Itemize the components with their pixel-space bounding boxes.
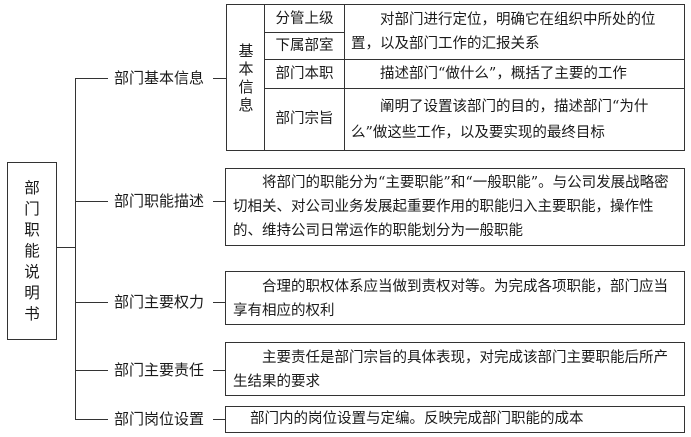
branch-connector <box>75 419 108 421</box>
position-desc-text: 部门内的岗位设置与定编。反映完成部门职能的成本 <box>250 411 584 427</box>
root-label-char: 门 <box>24 199 40 218</box>
branch-label-function: 部门职能描述 <box>114 192 205 210</box>
function-desc-box: 将部门的职能分为“主要职能”和“一般职能”。与公司发展战略密切相关、对公司业务发… <box>225 168 685 246</box>
root-node: 部门职能说明书 <box>7 162 57 340</box>
responsibility-desc-box: 主要责任是部门宗旨的具体表现，对完成该部门主要职能后所产生结果的要求 <box>225 342 685 396</box>
branch-label-power: 部门主要权力 <box>114 293 205 311</box>
branch-label-basic-info: 部门基本信息 <box>114 69 205 87</box>
side-label-char: 息 <box>238 95 254 114</box>
basic-info-side-label: 基本信息 <box>227 5 265 150</box>
box-connector <box>213 302 225 304</box>
branch-connector <box>75 302 108 304</box>
branch-label-responsibility: 部门主要责任 <box>114 361 205 379</box>
root-label-char: 书 <box>24 304 40 323</box>
basic-info-table: 基本信息 分管上级 下属部室 部门本职 部门宗旨 对部门进行定位，明确它在组织中… <box>226 4 685 151</box>
branch-connector <box>75 78 108 80</box>
trunk-line <box>75 78 77 420</box>
side-label-char: 信 <box>238 77 254 96</box>
table-divider <box>264 32 345 34</box>
root-label-char: 部 <box>24 178 40 197</box>
box-connector <box>213 201 225 203</box>
root-connector <box>57 247 76 249</box>
position-desc-box: 部门内的岗位设置与定编。反映完成部门职能的成本 <box>225 406 685 433</box>
row-label-duty: 部门本职 <box>275 66 334 82</box>
root-label-char: 说 <box>24 262 40 281</box>
row-label-supervisor: 分管上级 <box>275 11 334 27</box>
root-label-char: 明 <box>24 283 40 302</box>
table-divider <box>344 5 346 150</box>
row-text-position: 对部门进行定位，明确它在组织中所处的位置，以及部门工作的汇报关系 <box>351 12 656 52</box>
responsibility-desc-text: 主要责任是部门宗旨的具体表现，对完成该部门主要职能后所产生结果的要求 <box>233 350 668 390</box>
row-label-purpose: 部门宗旨 <box>275 111 334 127</box>
box-connector <box>213 78 226 80</box>
root-label-char: 职 <box>24 220 40 239</box>
root-label-char: 能 <box>24 241 40 260</box>
side-label-char: 基 <box>238 41 254 60</box>
table-divider <box>264 5 266 150</box>
row-text-purpose: 阐明了设置该部门的目的，描述部门“为什么”做这些工作，以及要实现的最终目标 <box>351 99 649 141</box>
branch-label-position: 部门岗位设置 <box>114 410 205 428</box>
power-desc-text: 合理的职权体系应当做到责权对等。为完成各项职能，部门应当享有相应的权利 <box>233 279 668 319</box>
branch-connector <box>75 201 108 203</box>
function-desc-text: 将部门的职能分为“主要职能”和“一般职能”。与公司发展战略密切相关、对公司业务发… <box>233 175 669 239</box>
row-text-duty: 描述部门“做什么”，概括了主要的工作 <box>380 66 627 82</box>
branch-connector <box>75 370 108 372</box>
row-label-subordinate: 下属部室 <box>275 38 334 54</box>
box-connector <box>213 370 225 372</box>
box-connector <box>213 419 225 421</box>
power-desc-box: 合理的职权体系应当做到责权对等。为完成各项职能，部门应当享有相应的权利 <box>225 271 685 325</box>
table-divider <box>264 59 684 61</box>
side-label-char: 本 <box>238 59 254 78</box>
table-divider <box>264 88 684 90</box>
